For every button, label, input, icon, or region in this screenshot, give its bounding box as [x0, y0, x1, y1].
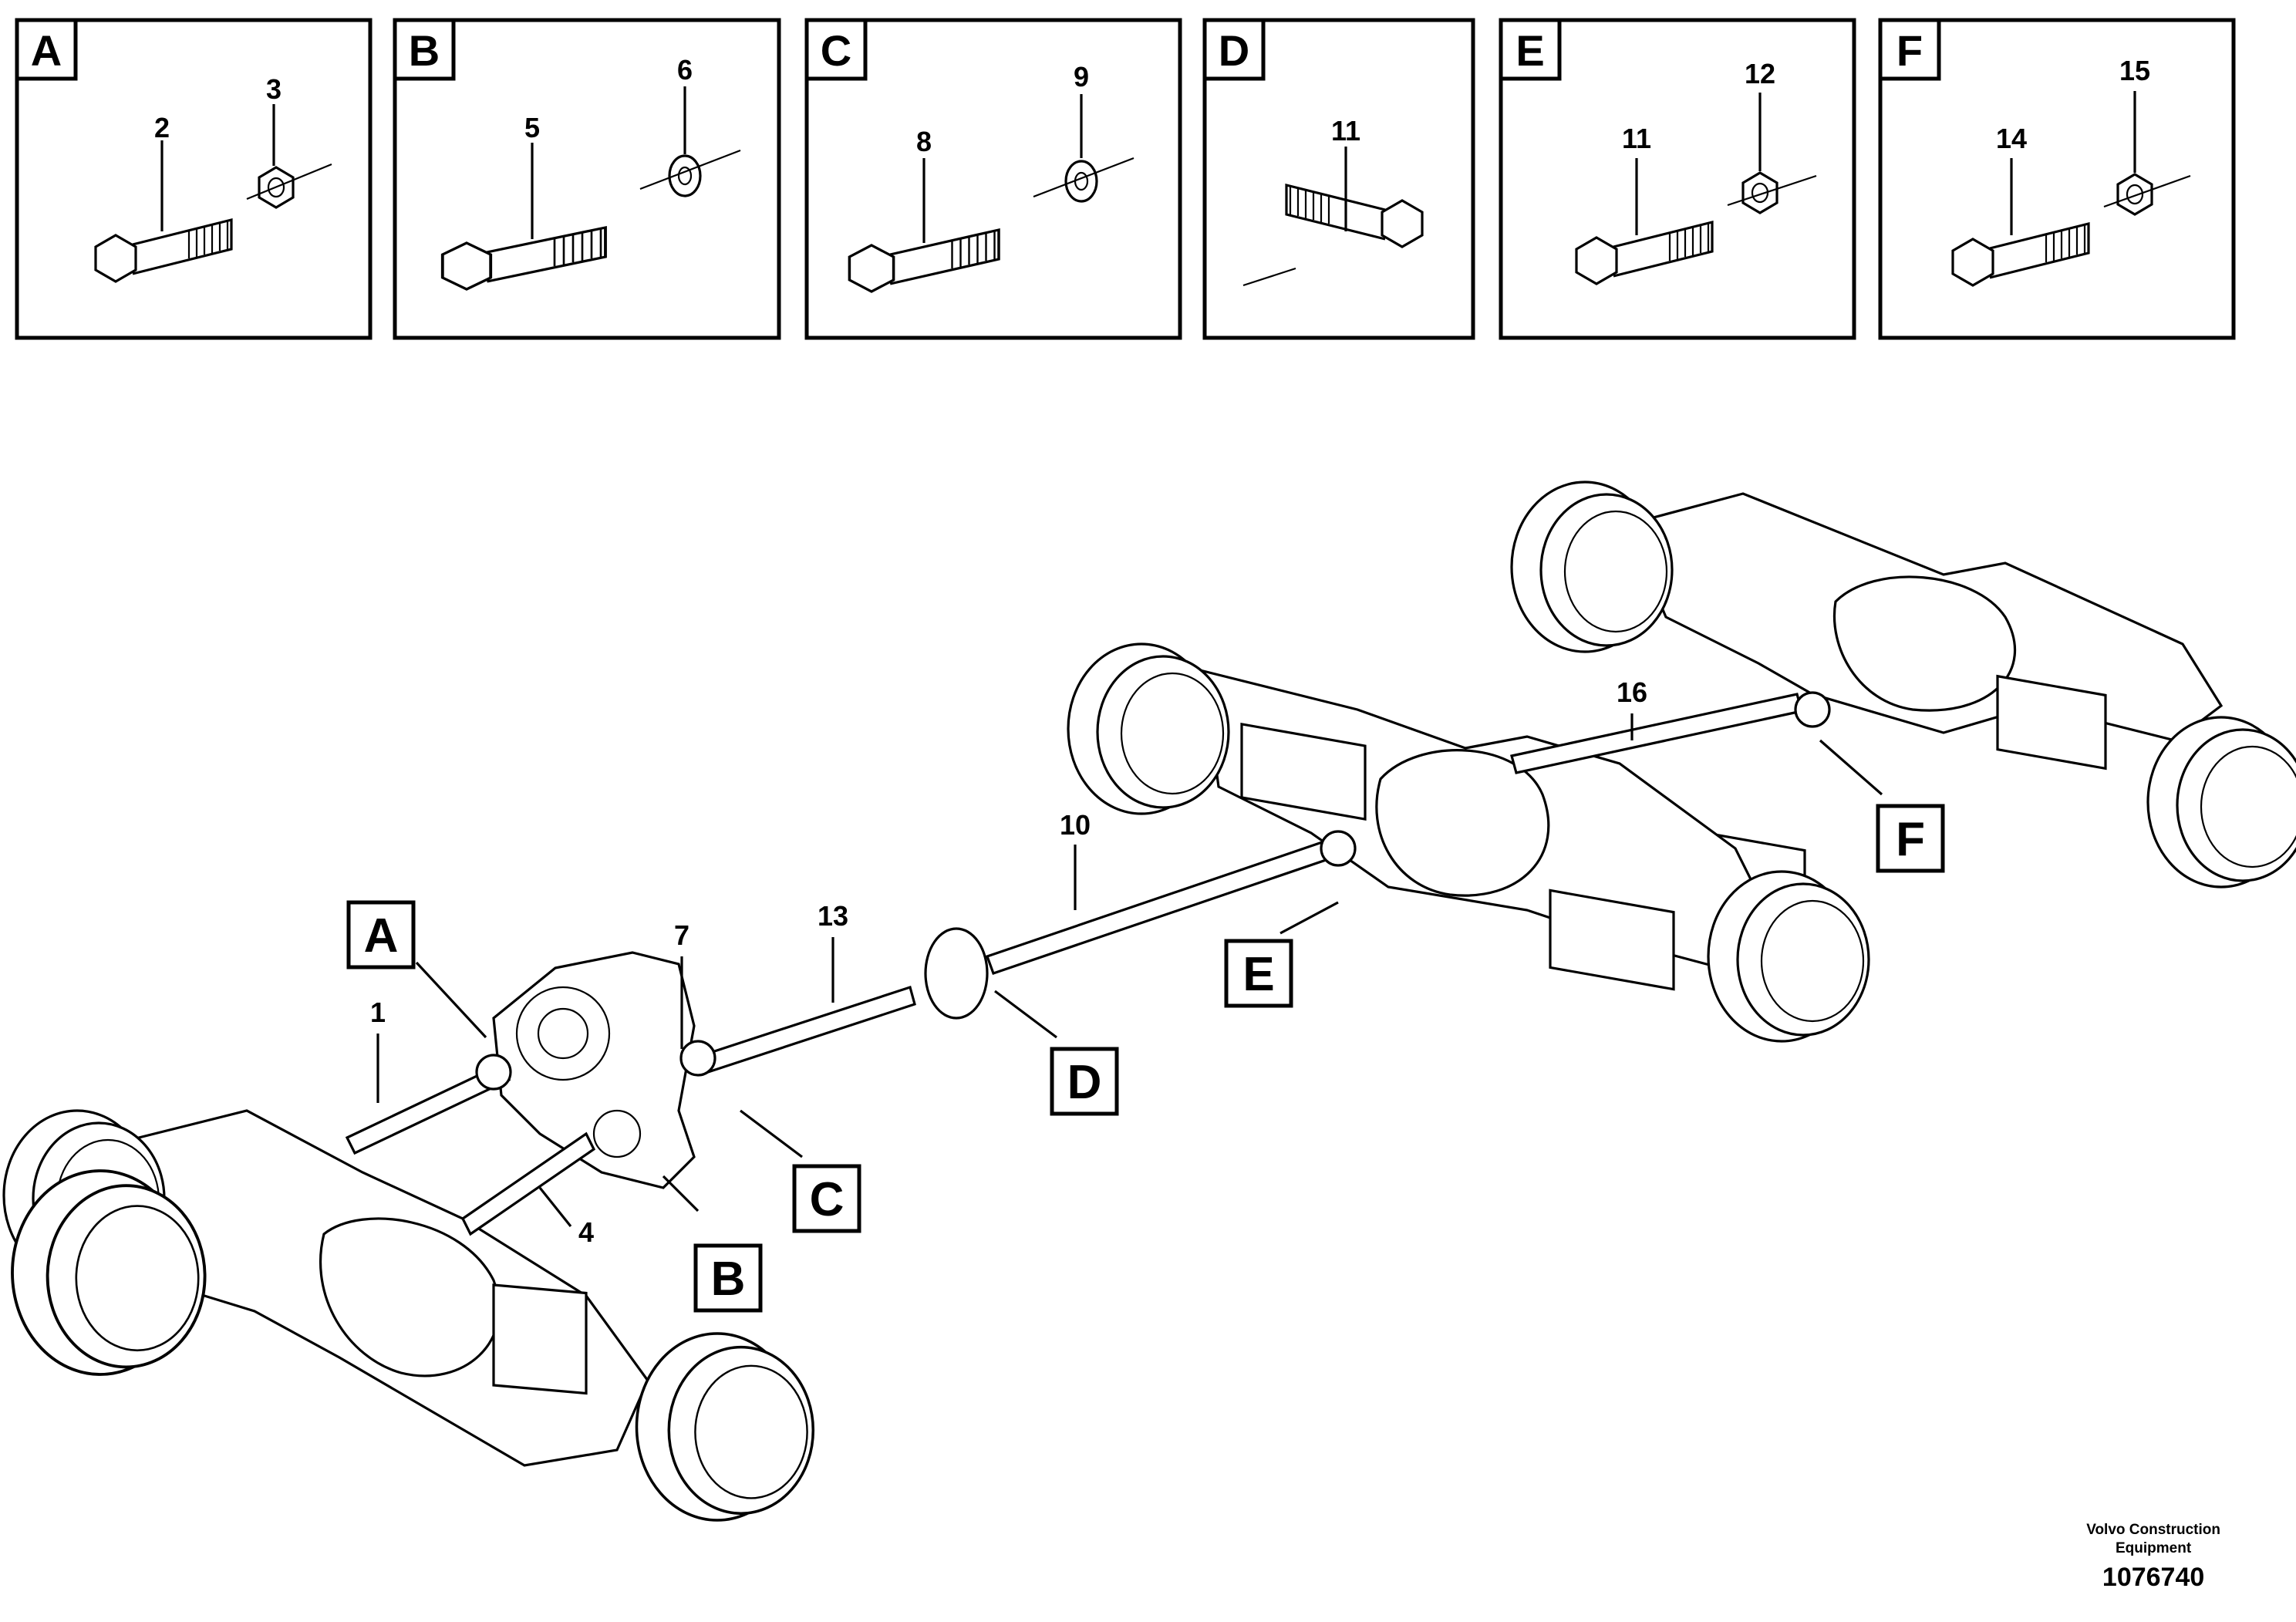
- inset-c-tag: C: [821, 26, 851, 75]
- svg-text:E: E: [1242, 948, 1274, 1001]
- callout-box-b: B: [696, 1246, 760, 1310]
- part-label: 11: [1622, 123, 1651, 154]
- part-label: 5: [524, 112, 540, 143]
- wheel-hub-icon: [1510, 481, 1674, 653]
- propeller-shafts: [345, 691, 1831, 1236]
- wheel-hub-icon: [635, 1332, 815, 1522]
- nut-icon: [1741, 171, 1778, 214]
- inset-f: F 14 15: [1878, 18, 2236, 340]
- part-label: 6: [677, 54, 693, 86]
- callout-box-c: C: [794, 1166, 859, 1231]
- inset-b: B 5 6: [393, 18, 781, 340]
- svg-text:C: C: [810, 1173, 845, 1226]
- inset-a: A 2 3: [15, 18, 373, 340]
- svg-text:D: D: [1067, 1056, 1102, 1109]
- wheel-hub-icon: [1067, 642, 1230, 815]
- part-label: 7: [674, 919, 689, 951]
- inset-e-tag: E: [1515, 26, 1544, 75]
- part-label: 10: [1060, 809, 1091, 841]
- callout-box-e: E: [1226, 941, 1291, 1006]
- part-label: 12: [1745, 58, 1775, 89]
- company-name: Volvo Construction Equipment: [2086, 1522, 2220, 1556]
- part-label: 3: [266, 73, 282, 105]
- part-label: 15: [2119, 55, 2150, 86]
- inset-a-tag: A: [31, 26, 62, 75]
- part-label: 4: [578, 1216, 594, 1248]
- part-label: 8: [916, 126, 932, 157]
- part-label: 16: [1617, 676, 1647, 708]
- part-label: 9: [1074, 61, 1089, 93]
- inset-d-tag: D: [1219, 26, 1249, 75]
- inset-c: C 8 9: [804, 18, 1182, 340]
- footer: Volvo Construction Equipment 1076740: [2086, 1521, 2220, 1593]
- inset-b-tag: B: [409, 26, 440, 75]
- wheel-hub-icon: [2146, 716, 2296, 889]
- svg-text:B: B: [711, 1253, 746, 1306]
- part-label: 2: [154, 112, 170, 143]
- rear-axle-housing: [1510, 481, 2296, 926]
- svg-text:F: F: [1896, 813, 1925, 866]
- inset-d: D 11: [1202, 18, 1475, 340]
- inset-f-tag: F: [1896, 26, 1923, 75]
- part-label: 11: [1331, 115, 1360, 147]
- wheel-hub-icon: [1707, 870, 1870, 1043]
- part-number-labels: 1 4 7 13 10 16: [370, 676, 1647, 1248]
- part-label: 1: [370, 996, 386, 1028]
- callout-box-a: A: [349, 902, 413, 967]
- part-label: 14: [1996, 123, 2027, 154]
- svg-text:A: A: [364, 909, 399, 963]
- washer-icon: [1064, 160, 1098, 203]
- inset-e: E 11 12: [1499, 18, 1856, 340]
- transfer-gearbox: [492, 951, 696, 1189]
- nut-icon: [2116, 173, 2153, 216]
- front-axle-housing: [2, 1109, 815, 1522]
- callout-box-f: F: [1878, 806, 1943, 871]
- callout-box-d: D: [1052, 1049, 1117, 1114]
- part-label: 13: [818, 900, 848, 932]
- middle-axle-housing: [1067, 642, 1870, 1043]
- document-number: 1076740: [2102, 1563, 2205, 1592]
- leader-lines: [376, 713, 1883, 1227]
